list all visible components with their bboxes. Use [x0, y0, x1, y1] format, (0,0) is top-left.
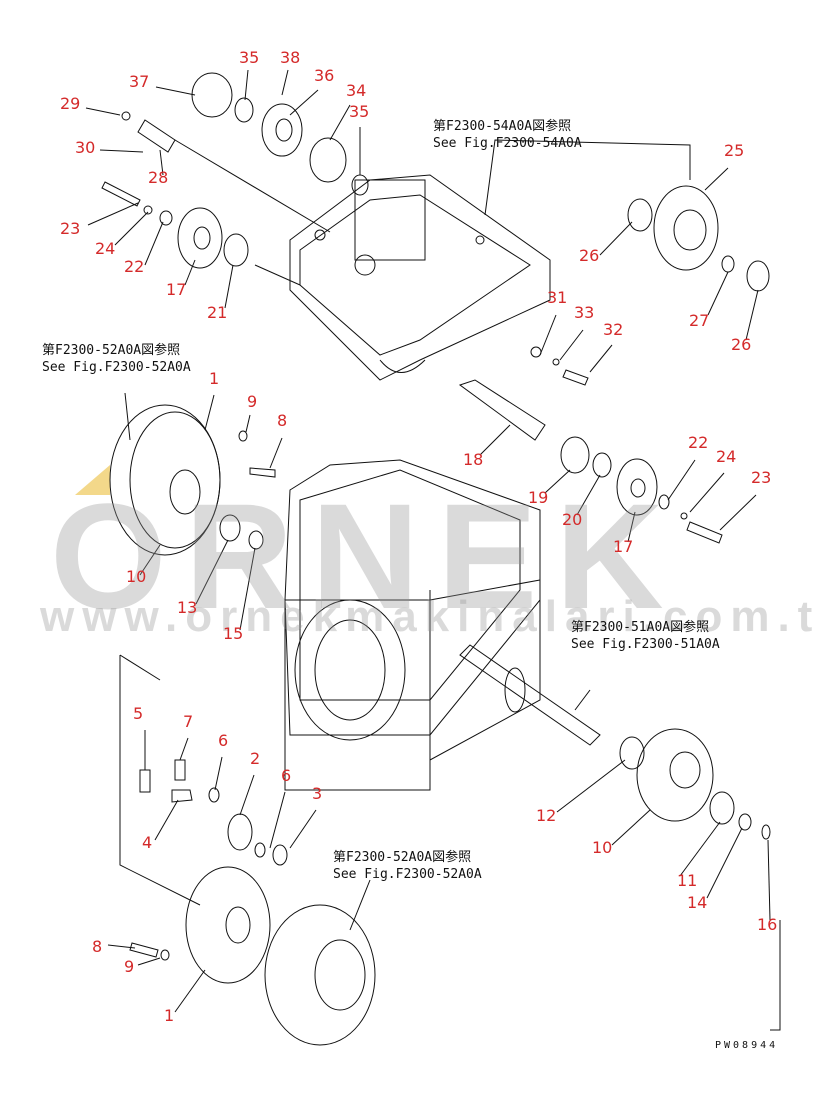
- part-label: 16: [757, 915, 778, 934]
- part-label: 9: [247, 392, 258, 411]
- part-label: 34: [346, 81, 367, 100]
- drawing-code: PW08944: [715, 1040, 779, 1051]
- part-label: 20: [562, 510, 583, 529]
- part-label: 6: [281, 766, 292, 785]
- reference-en: See Fig.F2300-52A0A: [333, 867, 482, 882]
- part-label: 14: [687, 893, 708, 912]
- part-label: 9: [124, 957, 135, 976]
- part-label: 37: [129, 72, 150, 91]
- part-label: 36: [314, 66, 335, 85]
- part-label: 35: [239, 48, 260, 67]
- reference-jp: 第F2300-52A0A図参照: [333, 850, 472, 865]
- part-label: 27: [689, 311, 710, 330]
- part-label: 32: [603, 320, 624, 339]
- part-label: 8: [92, 937, 103, 956]
- reference-jp: 第F2300-54A0A図参照: [433, 119, 572, 134]
- part-label: 15: [223, 624, 244, 643]
- part-label: 21: [207, 303, 228, 322]
- part-label: 12: [536, 806, 557, 825]
- torque-converter-upper: [109, 404, 221, 556]
- part-label: 13: [177, 598, 198, 617]
- reference-52a0a-upper: 第F2300-52A0A図参照 See Fig.F2300-52A0A: [42, 342, 191, 376]
- transmission-case: [284, 459, 541, 791]
- part-label: 8: [277, 411, 288, 430]
- small-parts-right-top: [530, 185, 770, 386]
- leader-lines: [85, 69, 781, 1031]
- part-label: 29: [60, 94, 81, 113]
- reference-52a0a-lower: 第F2300-52A0A図参照 See Fig.F2300-52A0A: [333, 849, 482, 883]
- part-label: 33: [574, 303, 595, 322]
- part-label: 28: [148, 168, 169, 187]
- part-label: 4: [142, 833, 153, 852]
- part-label: 10: [592, 838, 613, 857]
- part-label: 23: [60, 219, 81, 238]
- part-label: 7: [183, 712, 194, 731]
- part-label: 26: [579, 246, 600, 265]
- reference-en: See Fig.F2300-52A0A: [42, 360, 191, 375]
- reference-jp: 第F2300-52A0A図参照: [42, 343, 181, 358]
- part-label: 2: [250, 749, 261, 768]
- small-parts-right-mid: [219, 430, 723, 550]
- upper-case-housing: [289, 174, 551, 381]
- reference-51a0a: 第F2300-51A0A図参照 See Fig.F2300-51A0A: [571, 619, 720, 653]
- part-label: 5: [133, 704, 144, 723]
- part-label: 18: [463, 450, 484, 469]
- shaft-18: [458, 379, 546, 441]
- part-label: 22: [124, 257, 145, 276]
- part-label: 25: [724, 141, 745, 160]
- part-label: 17: [613, 537, 634, 556]
- part-label: 30: [75, 138, 96, 157]
- part-label: 22: [688, 433, 709, 452]
- part-label: 6: [218, 731, 229, 750]
- part-label: 17: [166, 280, 187, 299]
- watermark-logo-mark: [75, 465, 110, 495]
- part-label: 24: [95, 239, 116, 258]
- small-parts-top: [101, 72, 369, 269]
- watermark-brand: ORNEK: [50, 472, 682, 640]
- part-label: 35: [349, 102, 370, 121]
- part-label: 38: [280, 48, 301, 67]
- part-label: 19: [528, 488, 549, 507]
- part-label: 11: [677, 871, 698, 890]
- part-label: 3: [312, 784, 323, 803]
- part-label: 10: [126, 567, 147, 586]
- reference-en: See Fig.F2300-54A0A: [433, 136, 582, 151]
- part-label: 23: [751, 468, 772, 487]
- part-label: 1: [164, 1006, 175, 1025]
- reference-en: See Fig.F2300-51A0A: [571, 637, 720, 652]
- part-label: 31: [547, 288, 568, 307]
- part-label: 1: [209, 369, 220, 388]
- reference-jp: 第F2300-51A0A図参照: [571, 620, 710, 635]
- small-parts-lower-left: [129, 759, 376, 1046]
- reference-54a0a: 第F2300-54A0A図参照 See Fig.F2300-54A0A: [433, 118, 582, 152]
- part-label: 24: [716, 447, 737, 466]
- part-label: 26: [731, 335, 752, 354]
- small-parts-lower-right: [619, 728, 771, 840]
- output-shaft: [459, 644, 601, 746]
- watermark-url: www.ornekmakinalari.com.tr: [40, 592, 823, 641]
